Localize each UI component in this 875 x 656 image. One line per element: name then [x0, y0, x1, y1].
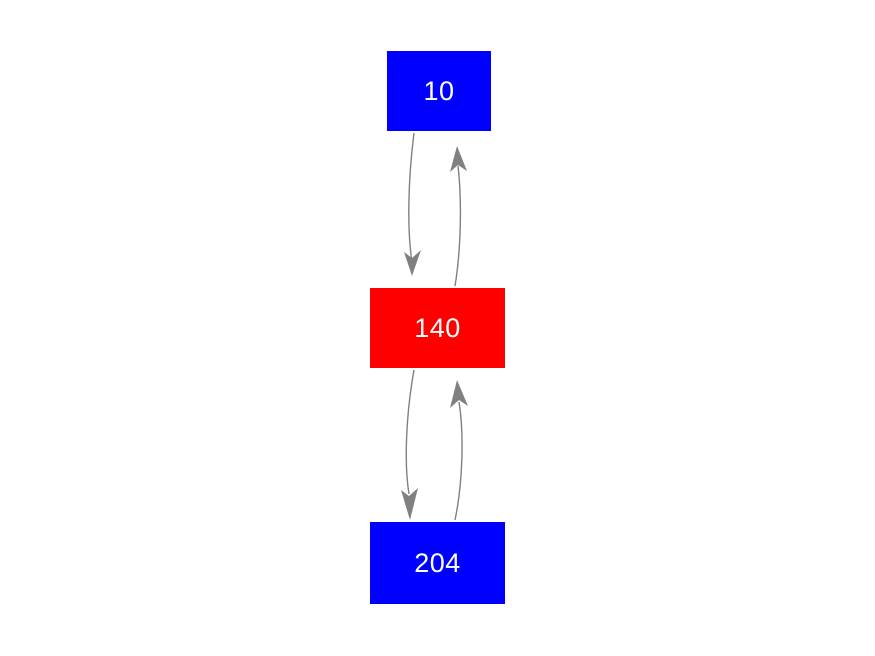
edge-204-to-140-curve — [454, 401, 463, 521]
graph-node-140[interactable]: 140 — [370, 288, 505, 368]
edge-204-to-140 — [450, 380, 468, 521]
edge-204-to-140-arrowhead — [450, 380, 468, 408]
graph-node-204[interactable]: 204 — [370, 522, 505, 604]
graph-node-140-label: 140 — [414, 312, 461, 343]
edge-140-to-10 — [450, 146, 467, 287]
edge-10-to-140-curve — [408, 132, 415, 263]
edge-10-to-140 — [404, 132, 421, 276]
graph-node-10[interactable]: 10 — [387, 51, 491, 131]
edge-140-to-204 — [401, 369, 418, 520]
edge-10-to-140-arrowhead — [404, 250, 421, 276]
graph-node-204-label: 204 — [414, 547, 461, 578]
edge-140-to-204-arrowhead — [401, 488, 418, 520]
edge-140-to-10-curve — [454, 165, 462, 287]
edge-140-to-10-arrowhead — [450, 146, 467, 172]
edge-140-to-204-curve — [405, 369, 415, 495]
graph-node-10-label: 10 — [423, 75, 455, 106]
